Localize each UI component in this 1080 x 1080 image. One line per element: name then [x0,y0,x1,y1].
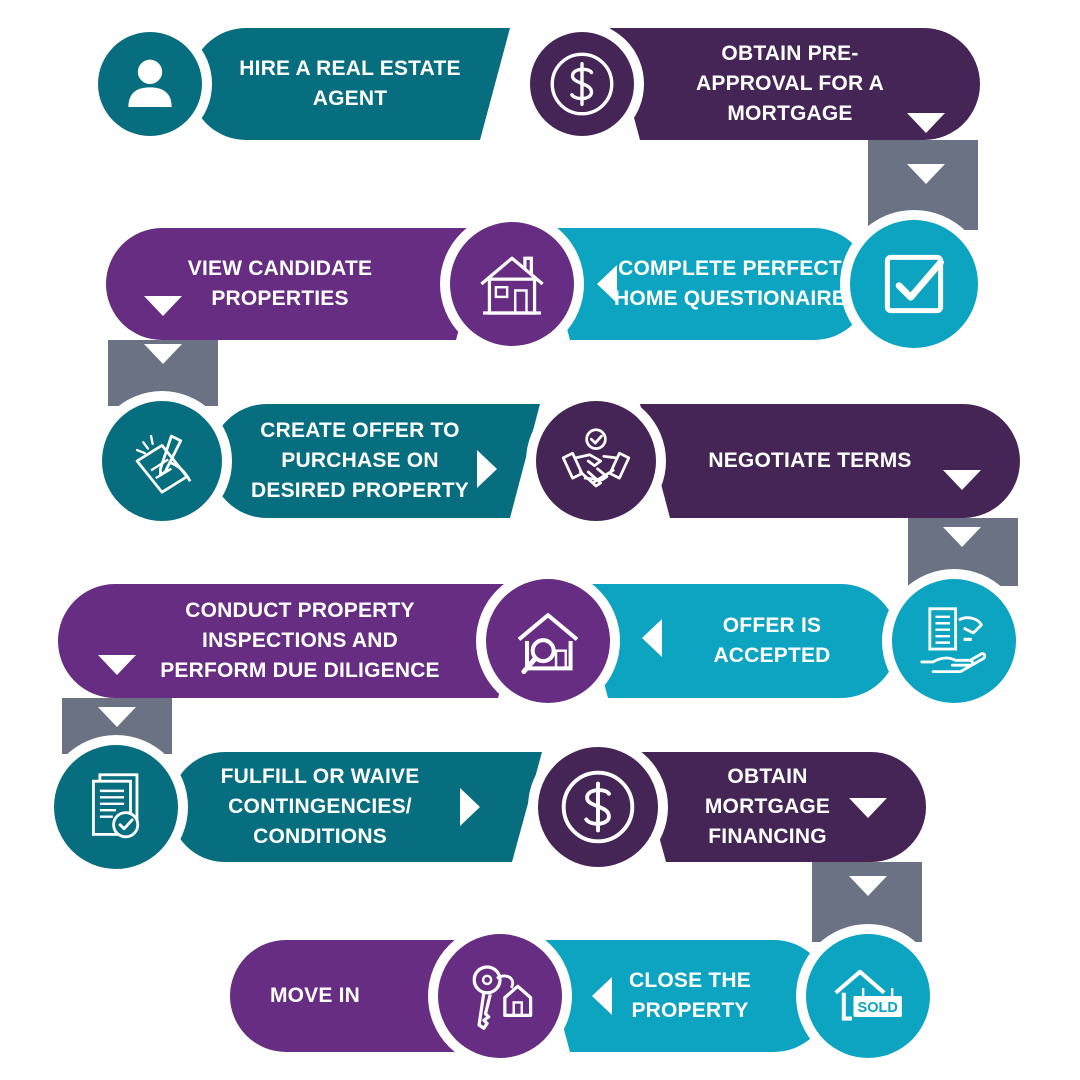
step-1-label: HIRE A REAL ESTATE AGENT [239,57,461,110]
step-3-banner [540,228,870,340]
step-11-left-arrow-icon [592,977,612,1015]
step-3-left-arrow-icon [597,265,617,303]
step-11-banner [540,940,830,1052]
step-10-down-arrow-icon [849,798,887,818]
step-5-right-arrow-icon [477,450,497,488]
step-8-label: CONDUCT PROPERTY INSPECTIONS AND PERFORM… [160,599,440,682]
step-11-icon-circle [806,934,930,1058]
step-10-banner [636,752,926,862]
step-7-banner [578,584,898,698]
step-4-down-arrow-icon [144,296,182,316]
step-7-left-arrow-icon [642,619,662,657]
connector-arrow-icon [907,164,945,184]
step-2-label: OBTAIN PRE- APPROVAL FOR A MORTGAGE [696,42,884,125]
connector-arrow-icon [98,707,136,727]
step-6-banner [640,404,1020,518]
step-8-down-arrow-icon [98,655,136,675]
connector-arrow-icon [849,876,887,896]
step-12-label: MOVE IN [269,984,361,1007]
step-4-banner [106,228,486,340]
step-12-icon-circle [438,934,562,1058]
step-6-icon-circle [536,401,656,521]
connector-arrow-icon [144,344,182,364]
step-9-banner [170,752,542,862]
step-4-icon-circle [450,222,574,346]
step-8-banner [58,584,528,698]
step-5-banner [210,404,540,518]
step-3-icon-circle [850,220,978,348]
step-5-label: CREATE OFFER TO PURCHASE ON DESIRED PROP… [251,419,469,502]
step-4-label: VIEW CANDIDATE PROPERTIES [187,257,373,310]
step-6-label: NEGOTIATE TERMS [708,449,912,472]
documents-check-icon [92,773,140,839]
step-1-banner [190,28,510,140]
step-7-icon-circle [892,579,1016,703]
circle-layer [44,22,1026,1068]
step-2-banner [610,28,980,140]
step-3-label: COMPLETE PERFECT HOME QUESTIONAIRE [613,257,847,310]
connector-arrow-icon [943,527,981,547]
arrow-layer [98,113,981,1015]
step-6-down-arrow-icon [943,470,981,490]
step-10-label: OBTAIN MORTGAGE FINANCING [704,765,831,848]
step-7-label: OFFER IS ACCEPTED [713,614,831,667]
step-11-label: CLOSE THE PROPERTY [629,969,751,1022]
pill-layer [58,28,1020,1052]
step-9-label: FULFILL OR WAIVE CONTINGENCIES/ CONDITIO… [220,765,420,848]
step-12-banner [230,940,490,1052]
step-2-down-arrow-icon [907,113,945,133]
step-9-right-arrow-icon [460,788,480,826]
